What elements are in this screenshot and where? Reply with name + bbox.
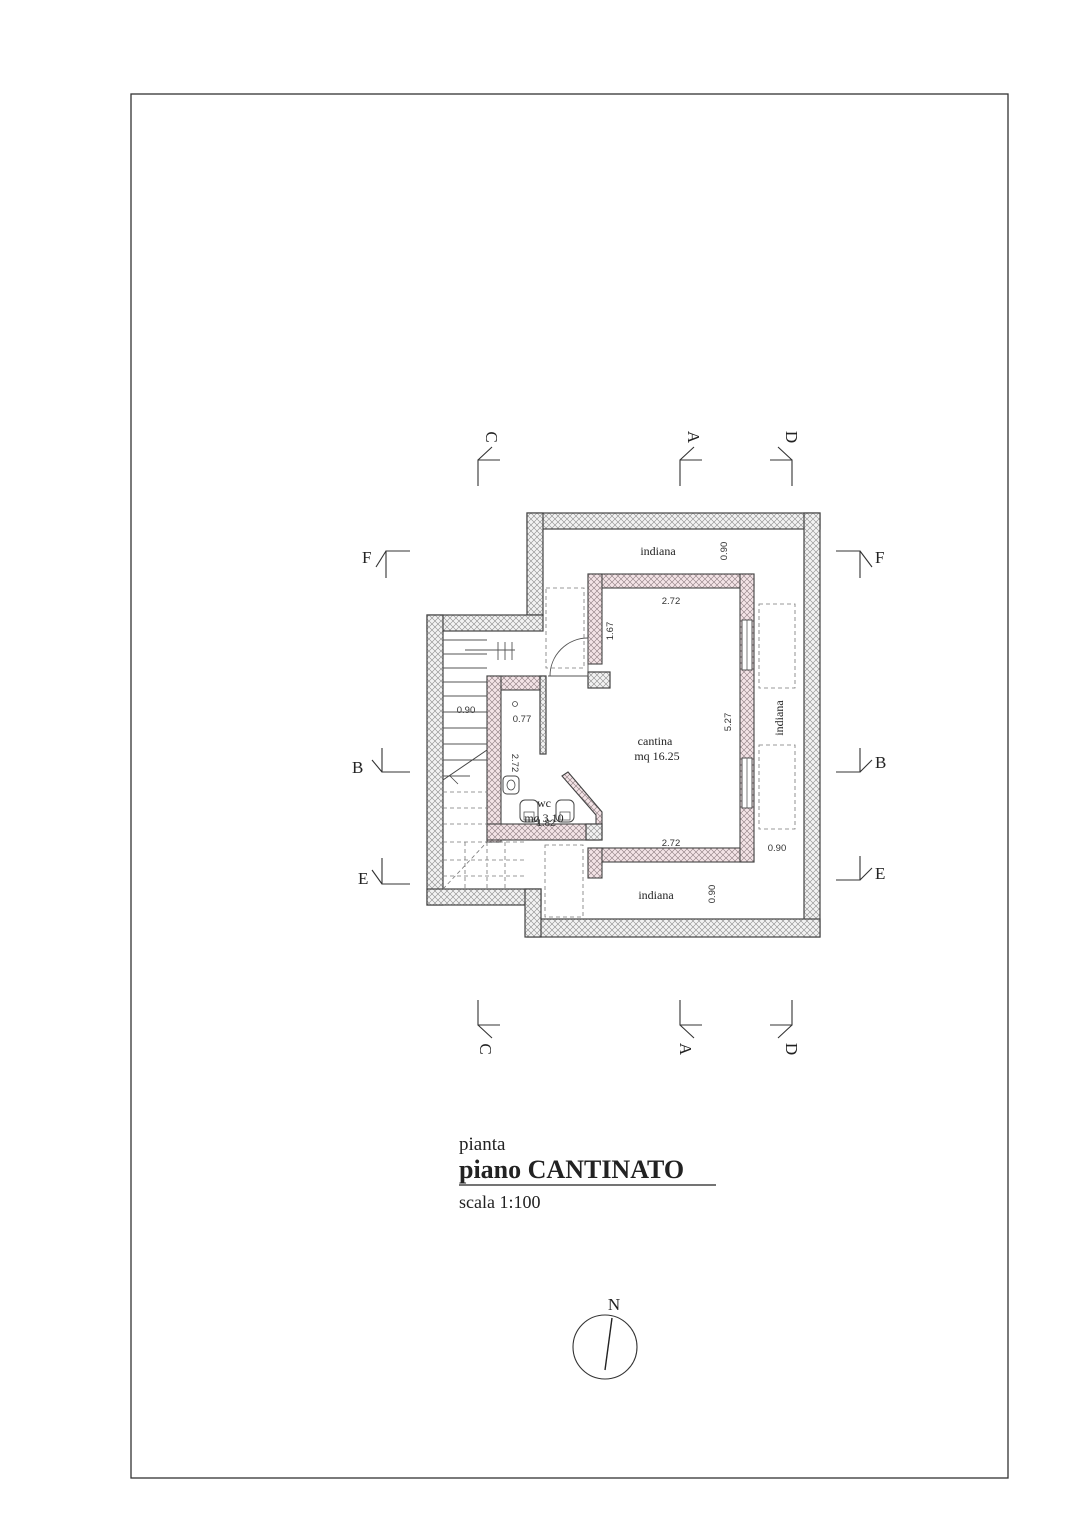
dashed-storage xyxy=(544,587,796,918)
title-line-piano-cantinato: piano CANTINATO xyxy=(459,1155,684,1184)
section-markers xyxy=(371,446,873,1039)
dim-cantina-bottom-width: 2.72 xyxy=(662,838,681,849)
door-swing xyxy=(548,637,589,677)
section-label-c-bottom: C xyxy=(476,1043,495,1054)
dim-167: 1.67 xyxy=(605,622,616,641)
room-wc-area-visible: mq 3.10 xyxy=(524,811,563,825)
north-arrow xyxy=(572,1314,638,1380)
wc-fixtures xyxy=(502,701,575,823)
dim-right-090: 0.90 xyxy=(768,843,787,854)
dim-bottom-090: 0.90 xyxy=(707,885,718,904)
dim-182: 1.82 xyxy=(537,818,556,829)
dim-077: 0.77 xyxy=(513,714,532,725)
dim-wc-272: 2.72 xyxy=(509,754,520,773)
section-label-e-left: E xyxy=(358,869,368,888)
section-label-a-top: A xyxy=(684,431,703,444)
room-indiana-right: indiana xyxy=(772,700,786,736)
section-label-d-top: D xyxy=(782,431,801,443)
title-line-scala: scala 1:100 xyxy=(459,1192,540,1212)
room-indiana-top: indiana xyxy=(640,544,676,558)
title-line-pianta: pianta xyxy=(459,1134,506,1155)
section-label-f-right: F xyxy=(875,548,884,567)
sheet-border xyxy=(130,93,1009,1479)
dim-top-090: 0.90 xyxy=(719,542,730,561)
section-label-f-left: F xyxy=(362,548,371,567)
room-cantina-area: mq 16.25 xyxy=(634,749,679,763)
room-cantina-name: cantina xyxy=(638,734,673,748)
dim-stair-090: 0.90 xyxy=(457,705,476,716)
dim-527: 5.27 xyxy=(723,713,734,732)
room-wc-name: wc xyxy=(537,796,551,810)
north-label: N xyxy=(608,1295,620,1314)
staircase xyxy=(442,639,525,890)
section-label-e-right: E xyxy=(875,864,885,883)
room-indiana-bottom: indiana xyxy=(638,888,674,902)
section-label-b-left: B xyxy=(352,758,363,777)
cantina-walls xyxy=(587,573,755,879)
outer-walls xyxy=(426,512,821,938)
section-label-d-bottom: D xyxy=(782,1043,801,1055)
section-label-a-bottom: A xyxy=(676,1043,695,1056)
dim-cantina-top-width: 2.72 xyxy=(662,596,681,607)
section-label-b-right: B xyxy=(875,753,886,772)
section-label-c-top: C xyxy=(482,431,501,442)
wc-walls xyxy=(486,675,603,843)
